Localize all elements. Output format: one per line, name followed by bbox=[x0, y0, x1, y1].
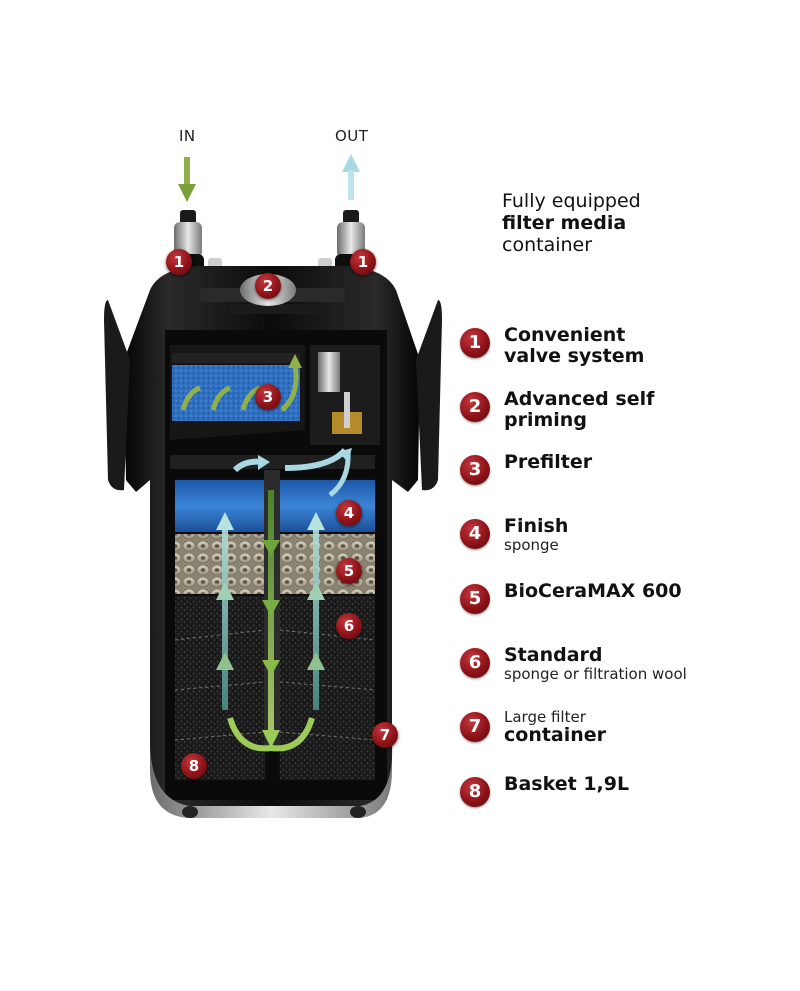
callout-6-standard-sponge: 6 bbox=[336, 613, 362, 639]
inflow-arrow bbox=[178, 157, 196, 202]
callout-3-prefilter: 3 bbox=[255, 384, 281, 410]
callout-1-left-valve: 1 bbox=[166, 249, 192, 275]
legend-sub-6: sponge or filtration wool bbox=[504, 665, 687, 683]
headline-line-3: container bbox=[502, 234, 593, 256]
out-label: OUT bbox=[335, 127, 369, 145]
headline-line-2: filter media bbox=[502, 212, 627, 234]
legend-title-8: Basket 1,9L bbox=[504, 773, 630, 795]
callout-5-bioceramax: 5 bbox=[336, 558, 362, 584]
legend-badge-5: 5 bbox=[460, 584, 490, 614]
legend-badge-6: 6 bbox=[460, 648, 490, 678]
legend-title-5: BioCeraMAX 600 bbox=[504, 580, 682, 602]
base-trim bbox=[150, 740, 393, 818]
legend-title-1: Convenient bbox=[504, 324, 626, 346]
callout-1-right-valve: 1 bbox=[350, 249, 376, 275]
legend-title-2b: priming bbox=[504, 409, 587, 431]
legend-title-6: Standard bbox=[504, 644, 603, 666]
legend-badge-1: 1 bbox=[460, 328, 490, 358]
legend-title-2: Advanced self bbox=[504, 388, 655, 410]
headline: Fully equipped filter media container bbox=[502, 190, 762, 256]
legend-sub-4: sponge bbox=[504, 536, 559, 554]
legend-title-3: Prefilter bbox=[504, 451, 593, 473]
legend-badge-3: 3 bbox=[460, 455, 490, 485]
outflow-arrow bbox=[342, 154, 360, 200]
impeller-housing bbox=[310, 345, 380, 445]
callout-2-priming: 2 bbox=[255, 273, 281, 299]
callout-7-container: 7 bbox=[372, 722, 398, 748]
flow-arrows bbox=[180, 354, 352, 752]
headline-line-1: Fully equipped bbox=[502, 190, 641, 212]
legend-title-1b: valve system bbox=[504, 345, 645, 367]
callout-4-finish-sponge: 4 bbox=[336, 500, 362, 526]
legend-badge-4: 4 bbox=[460, 519, 490, 549]
in-label: IN bbox=[179, 127, 196, 145]
callout-8-basket: 8 bbox=[181, 753, 207, 779]
legend-badge-7: 7 bbox=[460, 712, 490, 742]
legend-badge-2: 2 bbox=[460, 392, 490, 422]
legend-title-7: container bbox=[504, 724, 607, 746]
legend-pre-7: Large filter bbox=[504, 708, 586, 726]
legend-title-4: Finish bbox=[504, 515, 569, 537]
legend-badge-8: 8 bbox=[460, 777, 490, 807]
